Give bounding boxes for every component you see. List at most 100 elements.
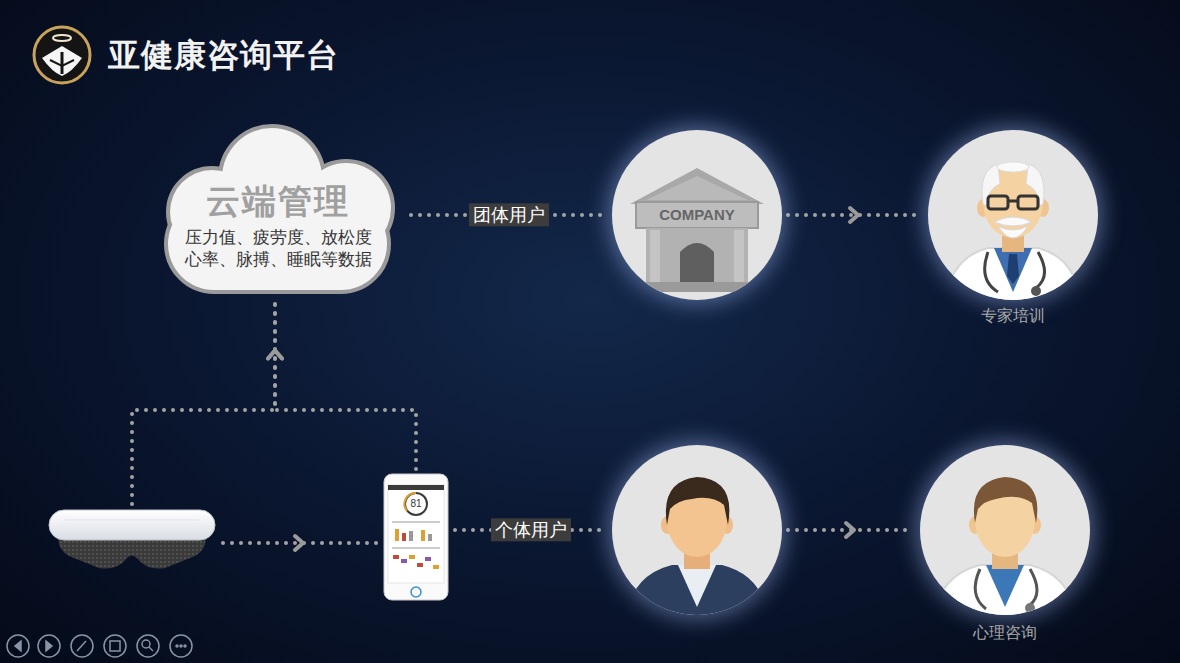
- path-shape: [149, 647, 153, 651]
- rect-shape: [417, 563, 423, 567]
- rect-shape: [401, 559, 407, 563]
- circle-shape: [34, 27, 90, 83]
- arrow-chevron: [850, 208, 858, 222]
- rect-shape: [392, 547, 440, 549]
- path-shape: [77, 641, 86, 651]
- path-shape: [680, 243, 714, 288]
- path-shape: [975, 569, 986, 609]
- circle-shape: [920, 445, 1090, 615]
- person-illustration: [612, 445, 782, 615]
- rect-shape: [402, 533, 406, 541]
- circle-shape: [411, 587, 421, 597]
- title-rule: [85, 89, 1100, 91]
- ellipse-shape: [53, 35, 71, 41]
- path-shape: [998, 226, 1028, 238]
- eye-mask-node: [47, 508, 217, 578]
- circle-shape: [405, 493, 427, 515]
- senior-doctor-illustration: [928, 130, 1098, 300]
- circle-shape: [142, 640, 150, 648]
- path-shape: [1036, 252, 1045, 288]
- node-heading: 云端管理: [206, 180, 350, 223]
- node-heading: 心理咨询: [973, 623, 1037, 643]
- rect-shape: [734, 230, 744, 284]
- rect-shape: [433, 565, 439, 569]
- circle-shape: [38, 635, 60, 657]
- line-shape: [1008, 200, 1018, 203]
- path-shape: [994, 217, 1032, 226]
- circle-shape: [176, 645, 178, 647]
- rect-shape: [393, 555, 399, 559]
- polygon-shape: [630, 168, 764, 204]
- rect-shape: [388, 485, 444, 583]
- path-shape: [50, 60, 74, 66]
- path-shape: [985, 252, 998, 292]
- arrow-chevron: [295, 536, 303, 550]
- rect-shape: [634, 282, 760, 292]
- rect-shape: [636, 202, 758, 228]
- rect-shape: [650, 230, 660, 284]
- user-circle: [612, 445, 782, 615]
- rect-shape: [110, 641, 120, 651]
- path-shape: [1026, 164, 1044, 206]
- page-title: 亚健康咨询平台: [108, 34, 339, 78]
- edge-label: 团体用户: [469, 203, 549, 226]
- arrow-chevron: [846, 523, 854, 537]
- path-shape: [1007, 254, 1019, 284]
- rect-shape: [409, 531, 413, 541]
- path-shape: [15, 641, 21, 651]
- circle-shape: [71, 635, 93, 657]
- node-heading: 专家培训: [981, 306, 1045, 326]
- path-shape: [46, 641, 52, 651]
- rect-shape: [392, 521, 440, 523]
- rect-shape: [409, 555, 415, 559]
- circle-shape: [1031, 286, 1041, 296]
- phone-node: 81: [383, 473, 449, 601]
- rect-shape: [988, 196, 1008, 209]
- device-shape: [383, 473, 449, 601]
- dotted-connector: [132, 297, 275, 504]
- rect-shape: [388, 485, 444, 490]
- cloud-box: 云端管理压力值、疲劳度、放松度 心率、脉搏、睡眠等数据: [150, 120, 405, 295]
- circle-shape: [928, 130, 1098, 300]
- rect-shape: [421, 530, 425, 541]
- company-circle: COMPANY: [612, 130, 782, 300]
- node-heading: 81: [410, 498, 421, 510]
- nav-icons: [7, 635, 192, 657]
- device-shape: [47, 508, 217, 578]
- counselor-circle: 心理咨询: [920, 445, 1090, 645]
- path-shape: [61, 52, 64, 74]
- circle-shape: [180, 645, 182, 647]
- dotted-connector: [275, 297, 416, 469]
- phone-app: [383, 473, 449, 601]
- path-shape: [626, 565, 768, 615]
- rect-shape: [384, 474, 448, 600]
- path-shape: [986, 565, 1024, 607]
- path-shape: [1030, 569, 1037, 605]
- path-shape: [42, 46, 82, 76]
- circle-shape: [104, 635, 126, 657]
- node-body: 压力值、疲劳度、放松度 心率、脉搏、睡眠等数据: [180, 226, 376, 270]
- edge-label: 个体用户: [491, 518, 571, 541]
- node-heading: COMPANY: [659, 206, 735, 225]
- doctor-illustration: [920, 445, 1090, 615]
- rect-shape: [428, 534, 432, 541]
- polygon-shape: [646, 176, 748, 200]
- ellipse-shape: [997, 162, 1029, 172]
- circle-shape: [612, 445, 782, 615]
- expert-circle: 专家培训: [928, 130, 1098, 330]
- rect-shape: [425, 557, 431, 561]
- circle-shape: [7, 635, 29, 657]
- line-shape: [65, 519, 199, 521]
- path-shape: [934, 565, 1076, 615]
- rect-shape: [49, 510, 215, 540]
- path-shape: [666, 477, 729, 525]
- path-shape: [994, 248, 1032, 292]
- path-shape: [946, 248, 1080, 300]
- circle-shape: [170, 635, 192, 657]
- rect-shape: [1018, 196, 1038, 209]
- path-shape: [974, 477, 1037, 523]
- path-shape: [678, 565, 716, 607]
- circle-shape: [1025, 603, 1035, 613]
